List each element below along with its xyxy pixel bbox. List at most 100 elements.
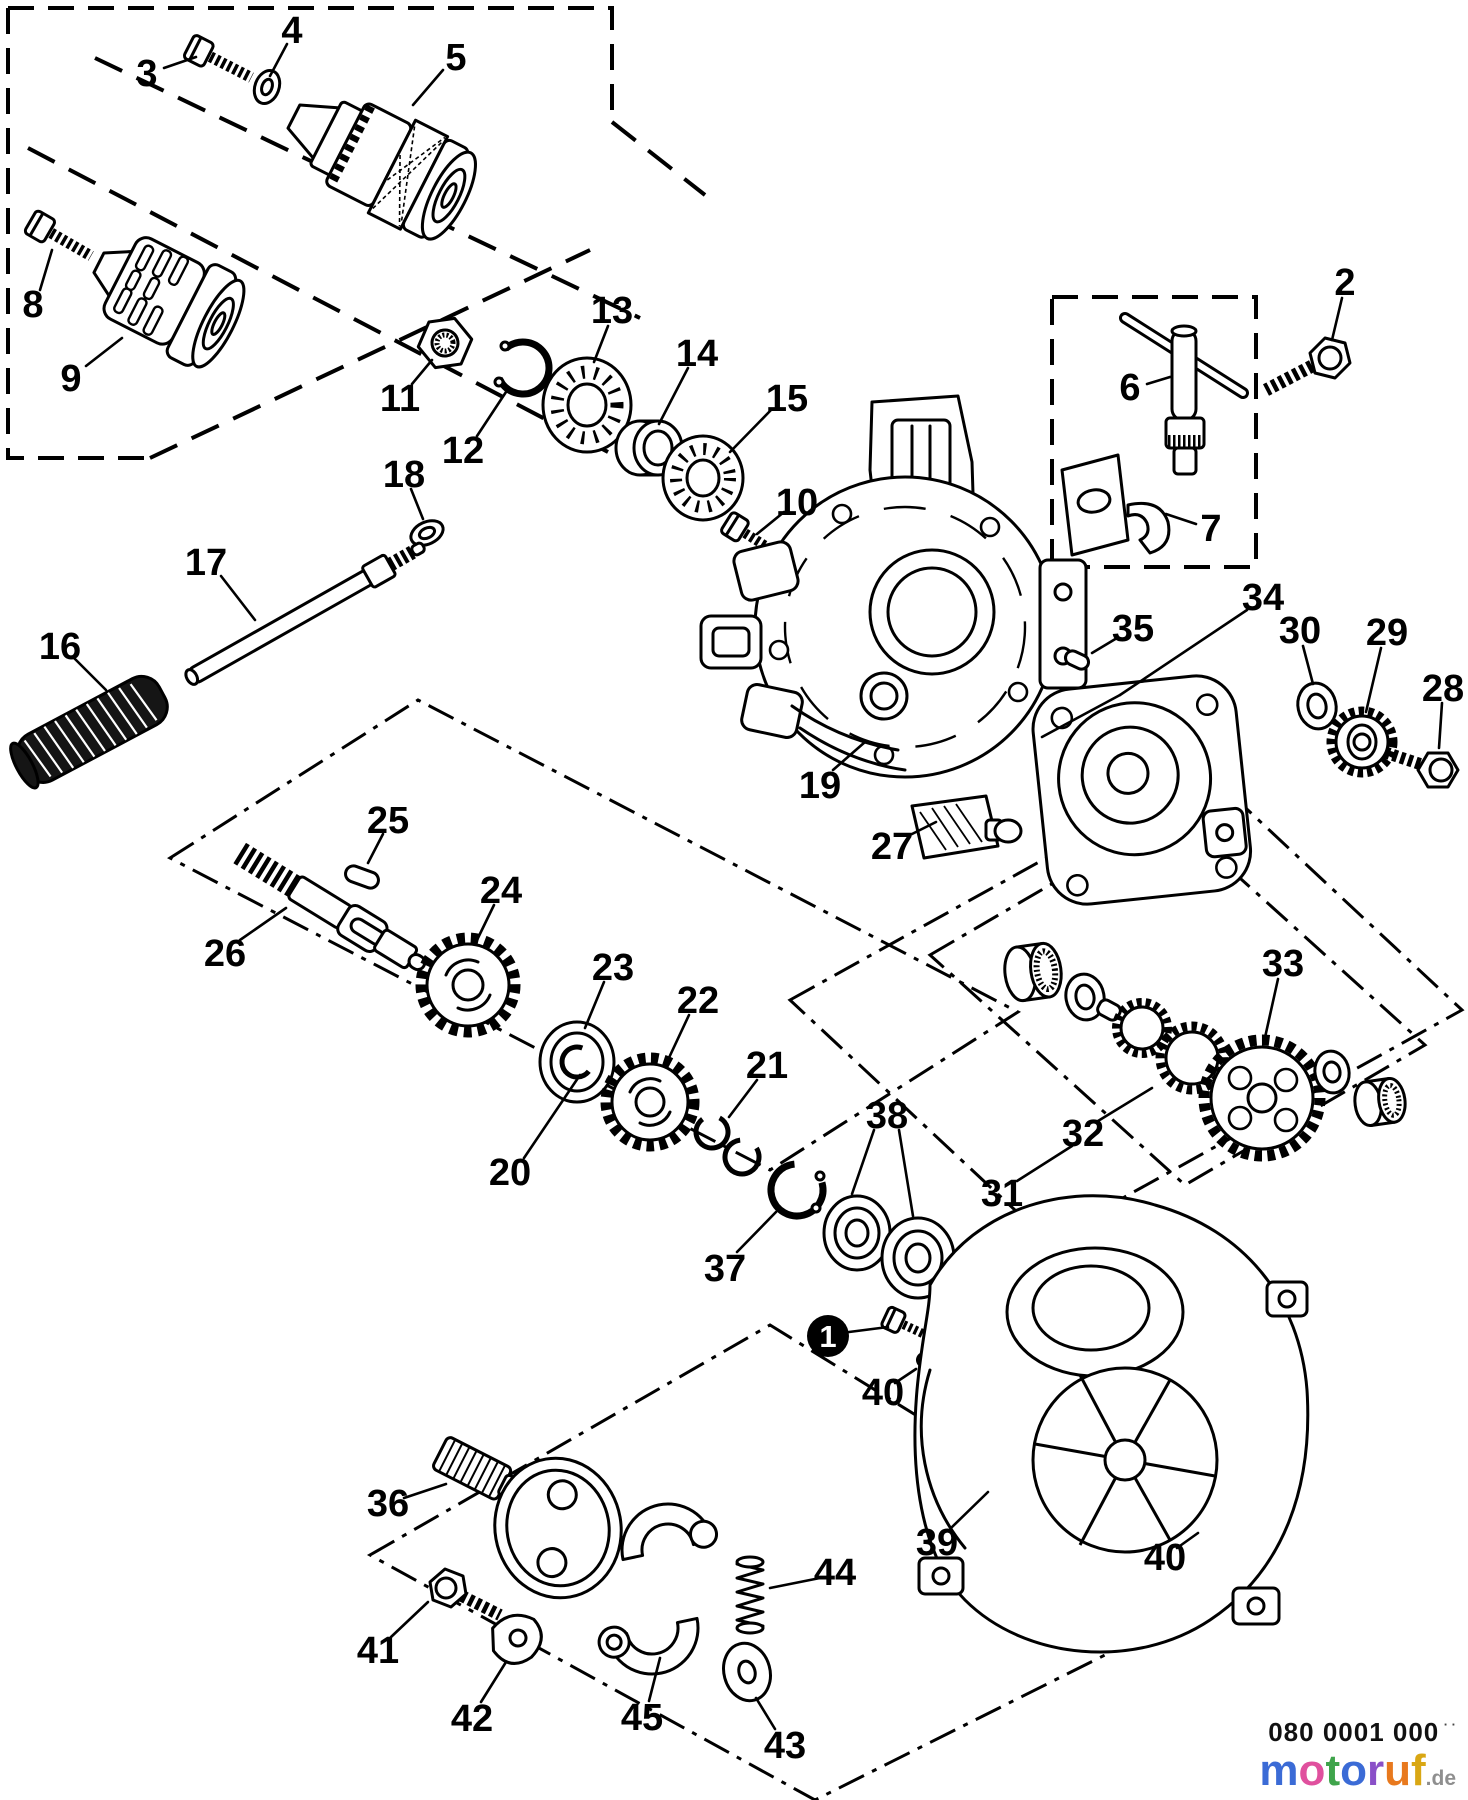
- part-21-snap-rings: [693, 1113, 762, 1177]
- leader-line-45: [647, 1656, 662, 1703]
- dashed-boundary-chuck-key-box: [1050, 295, 1258, 569]
- part-label-39: 39: [916, 1522, 958, 1564]
- part-8-screw: [23, 209, 94, 261]
- leader-line-28: [1437, 701, 1444, 750]
- part-label-21: 21: [746, 1045, 788, 1087]
- leader-line-5: [411, 68, 445, 107]
- watermark-part-code: 080 0001 000: [1268, 1717, 1440, 1747]
- leader-line-21: [727, 1078, 759, 1119]
- part-label-40a: 40: [862, 1372, 904, 1414]
- leader-line-4: [268, 42, 289, 78]
- leader-line-24: [475, 903, 496, 942]
- part-label-42: 42: [451, 1698, 493, 1740]
- leader-line-40b: [1175, 1531, 1200, 1550]
- part-28-bolt: [1382, 746, 1460, 789]
- part-label-41: 41: [357, 1630, 399, 1672]
- part-45-clutch-shoes: [597, 1502, 719, 1676]
- leader-line-12: [475, 390, 508, 438]
- part-17-spindle-shaft: [184, 541, 426, 686]
- leader-line-37: [735, 1210, 778, 1254]
- part-33-cluster-gear: [1096, 998, 1407, 1162]
- part-30-washer: [1296, 681, 1338, 731]
- leader-lines: [38, 42, 1444, 1731]
- leader-line-44: [768, 1576, 822, 1590]
- part-label-10: 10: [776, 482, 818, 524]
- leader-line-43: [754, 1696, 777, 1731]
- part-12-snap-ring: [493, 338, 553, 398]
- part-label-37: 37: [704, 1248, 746, 1290]
- part-25-key: [344, 864, 380, 890]
- part-label-2: 2: [1334, 262, 1355, 304]
- leader-line-35: [1090, 636, 1119, 655]
- leader-line-38: [850, 1128, 876, 1196]
- part-label-17: 17: [185, 542, 227, 584]
- leader-line-18: [409, 487, 425, 521]
- part-24-gear: [415, 932, 521, 1038]
- motoruf-logo-letters: motoruf: [1259, 1746, 1425, 1795]
- leader-line-11: [410, 358, 434, 386]
- part-label-20: 20: [489, 1152, 531, 1194]
- leader-line-17: [219, 574, 257, 622]
- part-label-16: 16: [39, 626, 81, 668]
- part-23-cup-washer: [538, 1020, 616, 1104]
- part-36-clutch-drum: [432, 1436, 623, 1600]
- leader-line-14: [657, 366, 690, 426]
- part-29-pinion-gear: [1326, 706, 1398, 778]
- part-39-clutch-housing: [913, 1194, 1310, 1654]
- part-42-washer: [491, 1613, 543, 1665]
- part-label-18: 18: [383, 454, 425, 496]
- leader-line-34: [1118, 608, 1249, 697]
- part-label-43: 43: [764, 1725, 806, 1767]
- leader-line-26: [238, 906, 288, 942]
- part-11-nut: [416, 316, 474, 370]
- leader-line-9: [84, 336, 124, 368]
- part-18-washer: [409, 519, 445, 547]
- part-label-32: 32: [1062, 1113, 1104, 1155]
- part-16-grip: [9, 674, 169, 790]
- part-label-29: 29: [1366, 612, 1408, 654]
- part-label-38: 38: [866, 1095, 908, 1137]
- part-41-bolt: [428, 1567, 503, 1621]
- leader-line-36: [402, 1482, 448, 1500]
- part-label-23: 23: [592, 947, 634, 989]
- leader-line-42: [479, 1660, 508, 1704]
- part-label-14: 14: [676, 333, 718, 375]
- part-label-34: 34: [1242, 577, 1284, 619]
- part-label-28: 28: [1422, 668, 1464, 710]
- part-34-case-cover: [1031, 674, 1253, 906]
- part-5-keyed-chuck: [286, 100, 477, 241]
- logo-letter: o: [1298, 1746, 1326, 1795]
- part-label-45: 45: [621, 1697, 663, 1739]
- part-15-ball-bearing: [661, 434, 745, 522]
- motoruf-logo: motoruf.de: [1259, 1746, 1456, 1796]
- part-label-5: 5: [445, 37, 466, 79]
- leader-line-13: [592, 324, 610, 364]
- part-22-gear: [600, 1052, 700, 1152]
- leader-line-16: [72, 656, 108, 692]
- label-balloon-1: [807, 1315, 849, 1357]
- part-32-bushing-washer: [1003, 941, 1106, 1022]
- leader-line-10: [755, 510, 786, 536]
- part-label-1: 1: [819, 1319, 836, 1354]
- part-label-24: 24: [480, 870, 522, 912]
- leader-line-33: [1262, 977, 1280, 1044]
- part-27-lever: [910, 794, 1023, 860]
- leader-line-2: [1330, 296, 1344, 342]
- part-19-gear-case: [699, 394, 1088, 779]
- leader-line-1: [847, 1325, 890, 1334]
- leader-line-25: [366, 832, 385, 865]
- part-label-13: 13: [591, 290, 633, 332]
- logo-letter: t: [1325, 1746, 1341, 1795]
- part-label-22: 22: [677, 980, 719, 1022]
- leader-line-19: [831, 740, 867, 772]
- leader-line-20: [522, 1073, 582, 1160]
- logo-letter: f: [1411, 1746, 1426, 1795]
- watermark-dots: · ·: [1443, 1717, 1456, 1732]
- leader-line-39: [949, 1490, 990, 1530]
- leader-line-29: [1364, 646, 1383, 714]
- part-label-36: 36: [367, 1483, 409, 1525]
- logo-letter: r: [1366, 1746, 1385, 1795]
- leader-line-34: [1040, 693, 1122, 739]
- part-14-spacer-ring: [614, 419, 684, 477]
